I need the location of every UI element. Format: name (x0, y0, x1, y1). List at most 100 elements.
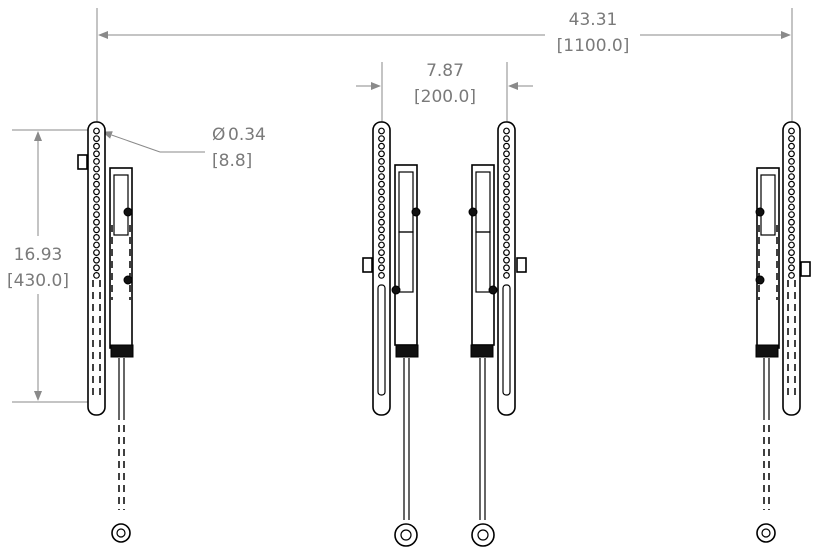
actuator-lower (475, 231, 491, 293)
actuator-body (109, 167, 133, 349)
assembly-right-outer (755, 121, 811, 543)
rail-hole (788, 165, 795, 173)
rail-hole (93, 226, 100, 234)
clamp-block (110, 344, 134, 358)
slotted-rail (497, 121, 516, 416)
rail-hole (378, 127, 385, 135)
diameter-symbol: Ø (212, 125, 225, 145)
assembly-center-left (362, 121, 421, 547)
rail-hole (93, 135, 100, 143)
eye-hole (477, 529, 489, 541)
overall-width-metric: [1100.0] (557, 36, 630, 56)
rail-hole (503, 127, 510, 135)
rail-hole (93, 173, 100, 181)
rail-hole (788, 249, 795, 257)
pivot-pin (123, 275, 133, 285)
assembly-left-outer (77, 121, 134, 543)
rail-hole (788, 233, 795, 241)
rail-hole (503, 241, 510, 249)
rail-hole (378, 218, 385, 226)
rail-hole (93, 157, 100, 165)
rail-hole (503, 256, 510, 264)
rail-hole (503, 195, 510, 203)
rail-hole (93, 195, 100, 203)
rail-hole (788, 211, 795, 219)
rail-hole (788, 256, 795, 264)
rail-bracket (77, 154, 88, 170)
rail-hole (93, 211, 100, 219)
rail-hole (503, 142, 510, 150)
rail-holes (503, 127, 510, 279)
diameter-metric: [8.8] (212, 151, 252, 171)
rail-hole (503, 150, 510, 158)
overall-width-dimension: 43.31 [1100.0] (96, 8, 793, 122)
rail-height-value: 16.93 (14, 245, 63, 265)
rail-hole (788, 218, 795, 226)
pivot-pin (488, 285, 498, 295)
rail-hole (378, 241, 385, 249)
rail-holes (378, 127, 385, 279)
rail-hole (378, 173, 385, 181)
actuator-lower (398, 231, 414, 293)
rail-hole (378, 135, 385, 143)
rail-hole (93, 203, 100, 211)
rail-hole (378, 195, 385, 203)
rail-hole (788, 180, 795, 188)
rail-hole (378, 142, 385, 150)
pivot-pin (755, 275, 765, 285)
rail-height-dimension: 16.93 [430.0] (7, 129, 90, 403)
rail-bracket (362, 257, 373, 273)
rail-hole (788, 142, 795, 150)
rail-hole (93, 241, 100, 249)
actuator-body (394, 164, 418, 346)
clamp-block (395, 344, 419, 358)
pivot-pin (391, 285, 401, 295)
rail-slot (502, 284, 511, 396)
clamp-block (470, 344, 494, 358)
rail-hole (503, 249, 510, 257)
rail-hole (788, 226, 795, 234)
rail-hole (378, 272, 385, 279)
rail-height-metric: [430.0] (7, 271, 69, 291)
rail-hole (93, 256, 100, 264)
rail-hole (93, 165, 100, 173)
rail-hole (378, 211, 385, 219)
diameter-value: 0.34 (228, 125, 266, 145)
rail-hole (788, 173, 795, 181)
eye-end (756, 523, 776, 543)
rail-hole (93, 150, 100, 158)
spacing-value: 7.87 (426, 61, 464, 81)
rail-hole (93, 233, 100, 241)
clamp-block (755, 344, 779, 358)
rail-hole (788, 127, 795, 135)
rail-bracket (800, 261, 811, 277)
rail-hole (93, 188, 100, 196)
leader-line (102, 131, 161, 153)
rail-slot (377, 284, 386, 396)
rail-hole (93, 180, 100, 188)
rail-hole (503, 157, 510, 165)
eye-end (111, 523, 131, 543)
eye-end (471, 523, 495, 547)
rail-hole (378, 157, 385, 165)
eye-hole (400, 529, 412, 541)
rail-holes (93, 127, 100, 279)
rail-hole (93, 142, 100, 150)
rail-hole (93, 218, 100, 226)
rail-hole (93, 264, 100, 272)
rail-hole (503, 180, 510, 188)
rail-hole (503, 272, 510, 279)
assembly-center-right (468, 121, 527, 547)
overall-width-value: 43.31 (569, 10, 618, 30)
pivot-pin (468, 207, 478, 217)
rail-hole (788, 203, 795, 211)
rail-hole (788, 195, 795, 203)
rail-hole (93, 249, 100, 257)
rail-holes (788, 127, 795, 279)
rail-hole (788, 135, 795, 143)
rail-hole (378, 233, 385, 241)
rail-hole (378, 150, 385, 158)
rail-hole (788, 188, 795, 196)
eye-end (394, 523, 418, 547)
